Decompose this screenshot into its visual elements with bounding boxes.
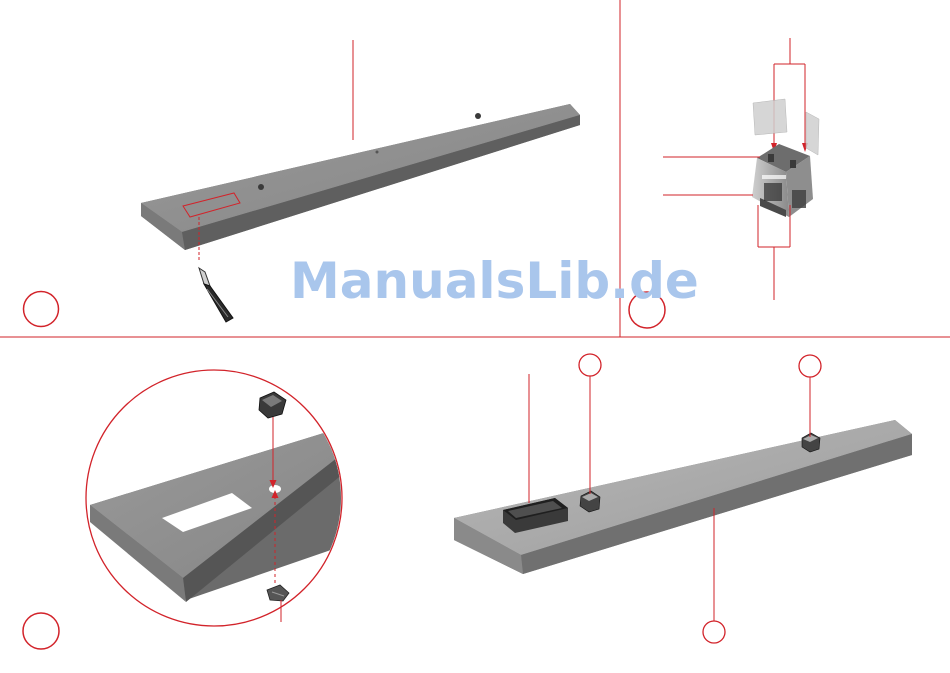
magnified-plate — [90, 428, 360, 602]
hobby-knife-icon — [199, 268, 233, 322]
base-plate — [141, 104, 580, 250]
plate-hole — [258, 184, 264, 190]
panel-step-2 — [629, 38, 819, 328]
callout-circle-c — [703, 621, 725, 643]
panel-step-1 — [24, 40, 581, 327]
step-number-circle-3 — [23, 613, 59, 649]
fixing-clip-icon — [267, 585, 289, 601]
callout-circle-b — [799, 355, 821, 377]
plate-hole — [475, 113, 481, 119]
panel-step-3 — [23, 370, 360, 649]
callout-bracket-bottom — [758, 205, 790, 300]
step-number-circle-2 — [629, 292, 665, 328]
callout-circle-a — [579, 354, 601, 376]
kiosk-model — [752, 144, 813, 217]
window-foil-right — [806, 112, 819, 155]
lamp-nut-icon — [259, 392, 286, 418]
plate-hole — [376, 151, 379, 154]
step-number-circle-1 — [24, 292, 59, 327]
window-foil-left — [753, 99, 787, 135]
assembled-base-plate — [454, 420, 912, 574]
panel-step-4 — [454, 354, 912, 643]
callout-bracket-top — [774, 38, 805, 150]
